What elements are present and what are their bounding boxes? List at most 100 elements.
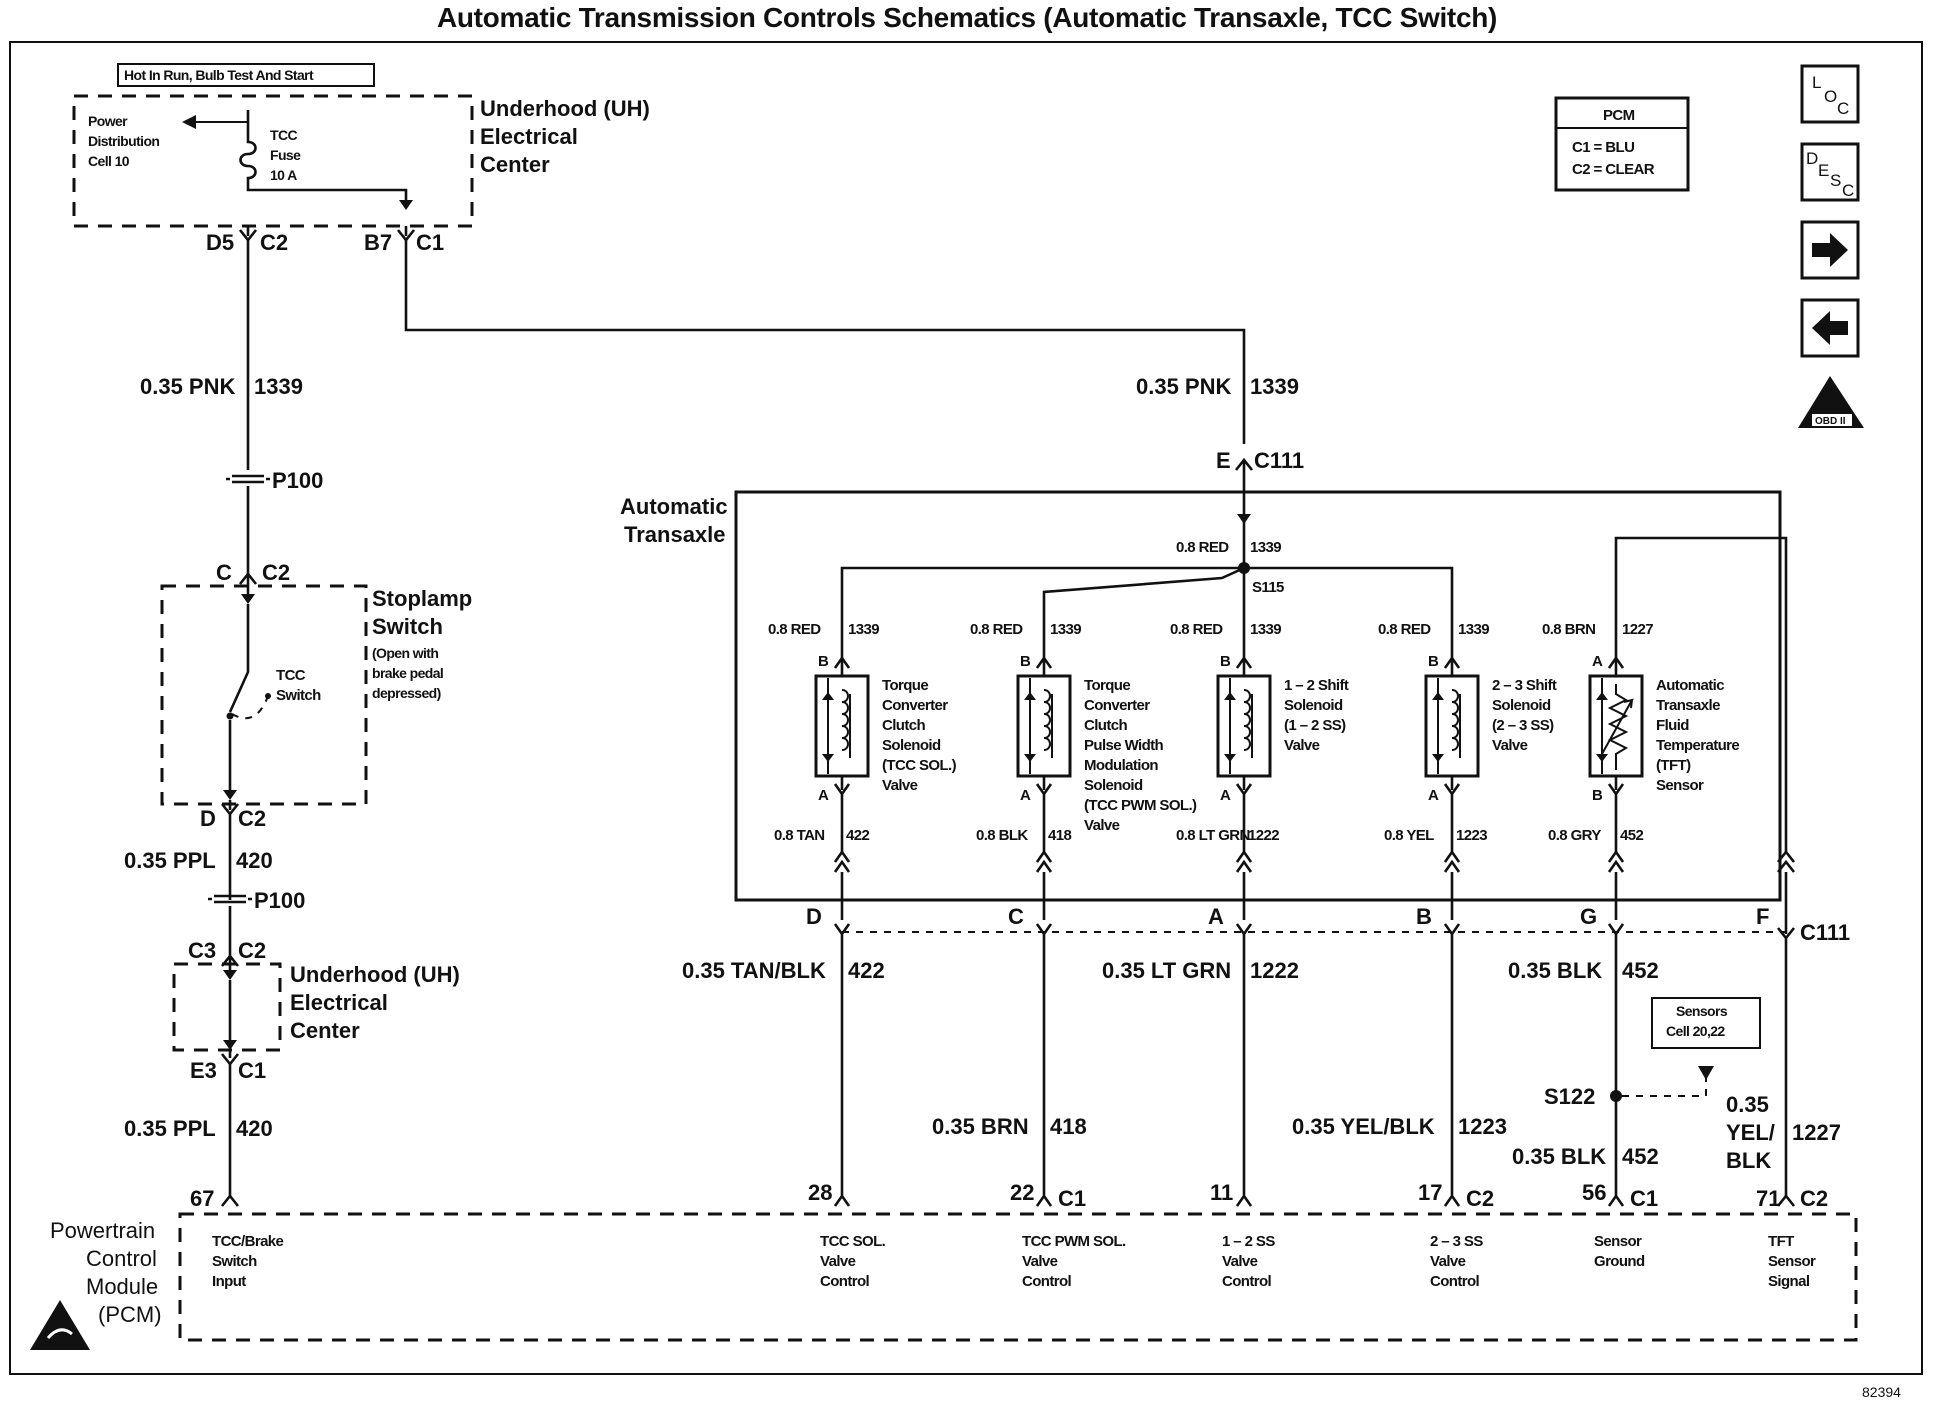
svg-text:C111: C111 bbox=[1254, 448, 1304, 473]
svg-text:TCC: TCC bbox=[276, 667, 306, 684]
svg-text:Underhood (UH): Underhood (UH) bbox=[480, 96, 650, 121]
component-label-line: Sensor bbox=[1656, 777, 1704, 794]
component-label-line: Solenoid bbox=[882, 737, 941, 754]
svg-text:Switch: Switch bbox=[276, 687, 321, 704]
svg-text:Electrical: Electrical bbox=[290, 990, 388, 1015]
svg-text:Underhood (UH): Underhood (UH) bbox=[290, 962, 460, 987]
pcm-input-label-line: Valve bbox=[1022, 1253, 1058, 1270]
svg-text:(Open with: (Open with bbox=[372, 645, 438, 661]
pcm-input-label-line: 1 – 2 SS bbox=[1222, 1233, 1275, 1250]
power-distribution-label: Power Distribution Cell 10 bbox=[88, 113, 160, 169]
connector-b7-c1: B7 C1 bbox=[364, 230, 444, 255]
svg-text:TCC/Brake: TCC/Brake bbox=[212, 1233, 284, 1250]
external-wire-num: 422 bbox=[848, 958, 885, 983]
component-bottom-gauge: 0.8 LT GRN bbox=[1176, 827, 1250, 844]
back-button[interactable] bbox=[1800, 298, 1860, 358]
svg-text:Cell 10: Cell 10 bbox=[88, 153, 130, 169]
svg-text:0.35 PNK: 0.35 PNK bbox=[1136, 374, 1231, 399]
tcc-fuse bbox=[239, 110, 408, 200]
component-top-gauge: 0.8 RED bbox=[1170, 621, 1223, 638]
svg-text:C111: C111 bbox=[1800, 920, 1850, 945]
component-label-line: (TFT) bbox=[1656, 757, 1691, 774]
svg-text:Module: Module bbox=[86, 1274, 158, 1299]
tcc-switch: TCC Switch bbox=[226, 604, 322, 790]
svg-text:S: S bbox=[1830, 171, 1841, 190]
external-wire-num: 1223 bbox=[1458, 1114, 1507, 1139]
sensors-cell-ref[interactable]: Sensors Cell 20,22 bbox=[1651, 997, 1761, 1049]
component-pin-bottom: A bbox=[1220, 787, 1231, 804]
connector-e-c111: E C111 bbox=[1216, 448, 1304, 473]
svg-text:C: C bbox=[1837, 99, 1849, 118]
component-label-line: Automatic bbox=[1656, 677, 1724, 694]
component-bottom-gauge: 0.8 TAN bbox=[774, 827, 825, 844]
pcm-input-label-line: Valve bbox=[1222, 1253, 1258, 1270]
wire-label-ppl-420-upper: 0.35 PPL 420 bbox=[124, 848, 273, 873]
diagram-frame bbox=[9, 41, 1923, 1375]
page-title: Automatic Transmission Controls Schemati… bbox=[436, 2, 1498, 33]
top-hot-label: Hot In Run, Bulb Test And Start bbox=[117, 63, 375, 87]
external-wire-num: 418 bbox=[1050, 1114, 1087, 1139]
inner-feed-label: 0.8 RED 1339 bbox=[1176, 539, 1282, 556]
c111-pin-label: D bbox=[806, 904, 822, 929]
component-bottom-gauge: 0.8 BLK bbox=[976, 827, 1028, 844]
svg-text:E: E bbox=[1216, 448, 1231, 473]
pcm-input-label-line: Ground bbox=[1594, 1253, 1645, 1270]
svg-text:Stoplamp: Stoplamp bbox=[372, 586, 472, 611]
c111-pin-label: C bbox=[1008, 904, 1024, 929]
connector-d5-c2: D5 C2 bbox=[206, 230, 288, 255]
external-wire-gauge: 0.35 YEL/BLK bbox=[1292, 1114, 1435, 1139]
component-label-line: Clutch bbox=[1084, 717, 1128, 734]
pcm-pin-71-c2: 71 C2 bbox=[1756, 1186, 1828, 1211]
obd-ii-button[interactable]: OBD II bbox=[1798, 376, 1864, 428]
svg-text:Powertrain: Powertrain bbox=[50, 1218, 155, 1243]
desc-button[interactable]: D E S C bbox=[1800, 142, 1860, 202]
loc-button[interactable]: L O C bbox=[1800, 64, 1860, 124]
svg-text:O: O bbox=[1824, 87, 1837, 106]
splice-p100-upper: P100 bbox=[226, 468, 323, 493]
component-pin-top: B bbox=[1020, 653, 1031, 670]
pcm-input-label-line: TCC PWM SOL. bbox=[1022, 1233, 1126, 1250]
component-pin-top: B bbox=[1220, 653, 1231, 670]
svg-text:C2: C2 bbox=[262, 560, 290, 585]
pcm-pin-number: 17 bbox=[1418, 1180, 1442, 1205]
automatic-transaxle-box bbox=[734, 490, 1782, 902]
svg-text:Switch: Switch bbox=[372, 614, 443, 639]
component-label-line: Valve bbox=[1084, 817, 1120, 834]
pcm-connector-name: C2 bbox=[1466, 1186, 1494, 1211]
pcm-pin-number: 22 bbox=[1010, 1180, 1034, 1205]
svg-text:depressed): depressed) bbox=[372, 685, 441, 701]
svg-text:Fuse: Fuse bbox=[270, 147, 301, 163]
component-bottom-gauge: 0.8 GRY bbox=[1548, 827, 1601, 844]
component-pin-bottom: A bbox=[1020, 787, 1031, 804]
component-label-line: 2 – 3 Shift bbox=[1492, 677, 1557, 694]
svg-text:Electrical: Electrical bbox=[480, 124, 578, 149]
component-top-num: 1339 bbox=[848, 621, 879, 638]
c111-pin-label: B bbox=[1416, 904, 1432, 929]
svg-text:TFT: TFT bbox=[1768, 1233, 1794, 1250]
component-pin-top: B bbox=[1428, 653, 1439, 670]
svg-text:F: F bbox=[1756, 904, 1769, 929]
wire-label-yel-blk-1227: 0.35 YEL/ BLK 1227 bbox=[1726, 1092, 1841, 1173]
component-bottom-num: 1223 bbox=[1456, 827, 1487, 844]
component-label-line: Transaxle bbox=[1656, 697, 1720, 714]
solenoid-coil-icon bbox=[1043, 689, 1053, 758]
external-wire-gauge: 0.35 BLK bbox=[1508, 958, 1602, 983]
component-label-line: (TCC PWM SOL.) bbox=[1084, 797, 1197, 814]
uh-electrical-center-box-2 bbox=[172, 962, 282, 1052]
pcm-pin-number: 56 bbox=[1582, 1180, 1606, 1205]
component-top-num: 1339 bbox=[1458, 621, 1489, 638]
svg-text:C3: C3 bbox=[188, 938, 216, 963]
svg-text:10 A: 10 A bbox=[270, 167, 297, 183]
svg-text:Switch: Switch bbox=[212, 1253, 257, 1270]
svg-text:452: 452 bbox=[1622, 1144, 1659, 1169]
external-wire-gauge: 0.35 LT GRN bbox=[1102, 958, 1231, 983]
svg-text:PCM: PCM bbox=[1603, 107, 1635, 124]
svg-text:BLK: BLK bbox=[1726, 1148, 1771, 1173]
svg-text:D5: D5 bbox=[206, 230, 234, 255]
svg-text:P100: P100 bbox=[254, 888, 305, 913]
forward-button[interactable] bbox=[1800, 220, 1860, 280]
svg-text:1339: 1339 bbox=[254, 374, 303, 399]
svg-text:P100: P100 bbox=[272, 468, 323, 493]
svg-text:C2: C2 bbox=[260, 230, 288, 255]
